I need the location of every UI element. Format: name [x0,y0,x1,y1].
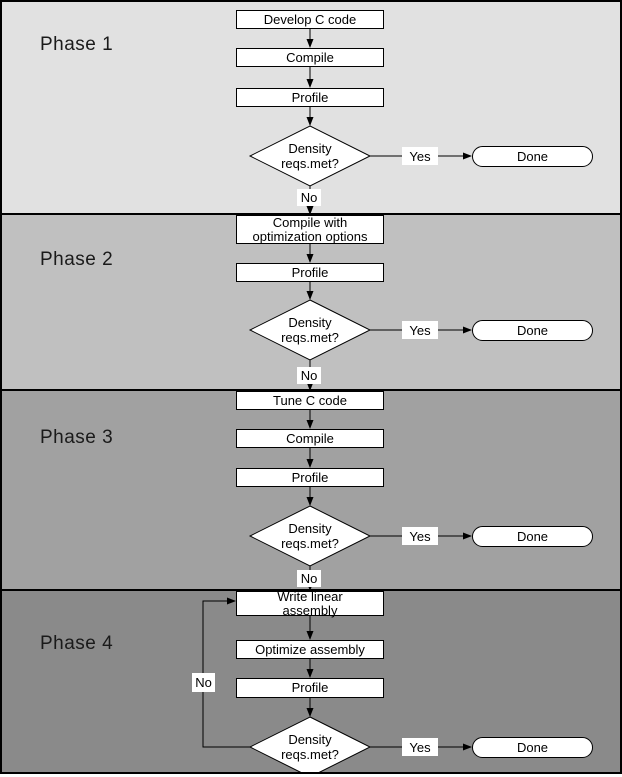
step-label: Profile [291,89,329,105]
step-label: Write linear assembly [277,588,343,618]
phase3-step-compile: Compile [236,429,384,448]
phase4-step-write-linear-assembly: Write linear assembly [236,588,384,618]
phase1-decision-label: Density reqs.met? [250,140,370,172]
phase3-step-profile: Profile [236,468,384,487]
phase3-label: Phase 3 [40,427,114,448]
phase1-step-compile: Compile [236,48,384,67]
bottom-border [0,772,622,774]
phase2-step-profile: Profile [236,263,384,282]
phase3-no-label: No [297,570,321,587]
step-label: Profile [291,680,329,695]
phase1-yes-label: Yes [402,147,438,165]
step-label: Develop C code [263,11,357,27]
phase2-label: Phase 2 [40,249,114,270]
step-label: Compile [286,430,334,446]
phase4-label: Phase 4 [40,633,114,654]
decision-line2: reqs.met? [281,747,339,762]
phase1-done-node: Done [472,146,593,167]
step-label: Optimize assembly [255,641,365,657]
phase2-yes-label: Yes [402,321,438,339]
decision-line1: Density [288,521,332,536]
phase3-step-tune-c-code: Tune C code [236,391,384,410]
phase4-done-node: Done [472,737,593,758]
phase2-no-label: No [297,367,321,384]
phase3-yes-label: Yes [402,527,438,545]
phase4-yes-label: Yes [402,738,438,756]
phase3-done-node: Done [472,526,593,547]
decision-line2: reqs.met? [281,536,339,551]
phase4-step-optimize-assembly: Optimize assembly [236,640,384,659]
phase2-done-node: Done [472,320,593,341]
phase3-decision-diamond [248,505,372,567]
bottom-margin [0,774,622,777]
phase2-decision-diamond [248,299,372,361]
decision-line2: reqs.met? [281,330,339,345]
phase4-no-label: No [192,673,215,692]
phase2-decision-label: Density reqs.met? [250,314,370,346]
phase4-step-profile: Profile [236,678,384,698]
decision-line1: Density [288,141,332,156]
step-label: Compile with optimization options [252,214,368,244]
phase1-step-profile: Profile [236,88,384,107]
step-label: Profile [291,469,329,485]
phase3-decision-label: Density reqs.met? [250,520,370,552]
decision-line1: Density [288,315,332,330]
phase1-label: Phase 1 [40,34,114,55]
phase4-decision-diamond [248,716,372,777]
phase1-decision-diamond [248,125,372,187]
step-label: Profile [291,264,329,280]
decision-line1: Density [288,732,332,747]
step-label: Compile [286,49,334,65]
phase4-decision-label: Density reqs.met? [250,731,370,763]
phase1-step-develop-c-code: Develop C code [236,10,384,29]
phase1-no-label: No [297,189,321,206]
step-label: Tune C code [273,392,347,408]
decision-line2: reqs.met? [281,156,339,171]
phase2-step-compile-with-optimization: Compile with optimization options [236,215,384,244]
